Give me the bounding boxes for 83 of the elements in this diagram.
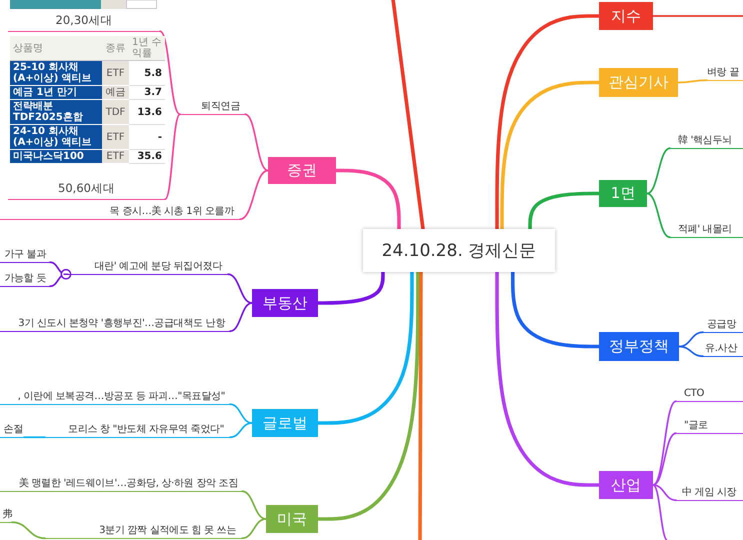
- connector-line: [391, 0, 425, 231]
- subtopic: 3분기 깜짝 실적에도 힘 못 쓰는: [45, 524, 242, 539]
- connector-line: [678, 346, 704, 358]
- subtopic: 손절: [0, 423, 24, 438]
- connector-line: [229, 403, 253, 424]
- branch-topic: 정부정책: [599, 332, 679, 361]
- connector-line: [646, 147, 671, 194]
- connector-line: [678, 331, 704, 348]
- table-cell: 35.6: [129, 150, 165, 164]
- connector-line: [241, 518, 267, 540]
- image-topic: [8, 0, 160, 32]
- connector-line: [495, 14, 601, 231]
- connector-line: [164, 113, 181, 200]
- image-topic: [8, 35, 165, 200]
- table-cell: 3.7: [129, 86, 165, 100]
- connector-line: [652, 484, 677, 502]
- connector-line: [334, 168, 401, 231]
- connector-line: [677, 79, 708, 84]
- subtopic: "글로: [676, 419, 743, 434]
- table-cell: 미국나스닥100: [10, 150, 102, 164]
- table-cell: ETF: [102, 125, 129, 150]
- subtopic: 가능할 듯: [0, 272, 50, 287]
- subtopic: CTO: [676, 387, 743, 402]
- connector-line: [495, 270, 601, 487]
- subtopic: 대란' 예고에 분당 뒤집어졌다: [66, 260, 228, 275]
- image-caption: 50,60세대: [57, 181, 116, 195]
- branch-topic: 증권: [268, 157, 336, 184]
- column-header: 1년 수익률: [129, 36, 165, 61]
- connector-line: [652, 432, 677, 486]
- connector-line: [229, 302, 253, 332]
- subtopic: 목 증시…美 시총 1위 오를까: [0, 205, 240, 220]
- connector-line: [227, 273, 253, 304]
- connector-line: [23, 436, 46, 438]
- connector-line: [418, 270, 423, 540]
- column-header: 종류: [102, 36, 129, 61]
- connector-line: [241, 490, 267, 520]
- connector-line: [244, 113, 269, 172]
- table-cell: ETF: [102, 61, 129, 86]
- connector-line: [652, 400, 677, 486]
- subtopic: 유.사산: [703, 342, 743, 357]
- connector-line: [49, 268, 72, 288]
- branch-topic: 미국: [266, 505, 318, 533]
- connector-line: [159, 30, 181, 116]
- connector-line: [316, 270, 414, 425]
- connector-line: [500, 80, 601, 231]
- subtopic: 美 맹렬한 '레드웨이브'…공화당, 상·하원 장악 조짐: [0, 477, 242, 492]
- connector-line: [11, 521, 46, 540]
- branch-topic: 글로벌: [252, 409, 318, 437]
- central-topic: 24.10.28. 경제신문: [363, 229, 555, 272]
- connector-line: [316, 270, 420, 521]
- table-cell: ETF: [102, 150, 129, 164]
- subtopic: , 이란에 보복공격…방공포 등 파괴…"목표달성": [0, 390, 230, 405]
- table-cell: 예금: [102, 86, 129, 100]
- connector-line: [652, 15, 743, 17]
- branch-topic: 1면: [599, 180, 647, 207]
- branch-topic: 지수: [599, 2, 653, 30]
- subtopic: 퇴직연금: [180, 100, 245, 115]
- connector-line: [652, 484, 669, 540]
- connector-line: [510, 270, 601, 348]
- table-cell: 24-10 회사채(A+이상) 액티브: [10, 125, 102, 150]
- subtopic: 가구 불과: [0, 248, 50, 263]
- table-cell: TDF: [102, 100, 129, 125]
- branch-topic: 관심기사: [599, 68, 678, 97]
- image-caption: 20,30세대: [54, 13, 114, 27]
- connector-line: [229, 422, 253, 438]
- connector-line: [316, 270, 385, 305]
- subtopic: 적폐' 내몰리: [670, 223, 743, 238]
- connector-line: [646, 192, 671, 238]
- table-cell: 25-10 회사채(A+이상) 액티브: [10, 61, 102, 86]
- branch-topic: 부동산: [252, 289, 318, 317]
- subtopic: 中 게임 시장: [676, 486, 743, 501]
- subtopic: 3기 신도시 본청약 '흥행부진'…공급대책도 난항: [0, 317, 230, 332]
- connector-line: [239, 170, 269, 220]
- branch-topic: 산업: [599, 471, 653, 499]
- subtopic: 벼랑 끝: [707, 66, 743, 81]
- subtopic: 韓 '핵심두뇌: [670, 134, 743, 149]
- subtopic: 모리스 창 "반도체 자유무역 죽었다": [45, 423, 230, 438]
- column-header: 상품명: [10, 36, 102, 61]
- subtopic: 弗: [0, 508, 12, 523]
- table-cell: 예금 1년 만기: [10, 86, 102, 100]
- table-cell: 전략배분TDF2025혼합: [10, 100, 102, 125]
- connector-line: [528, 192, 601, 231]
- subtopic: 공급망: [703, 318, 743, 333]
